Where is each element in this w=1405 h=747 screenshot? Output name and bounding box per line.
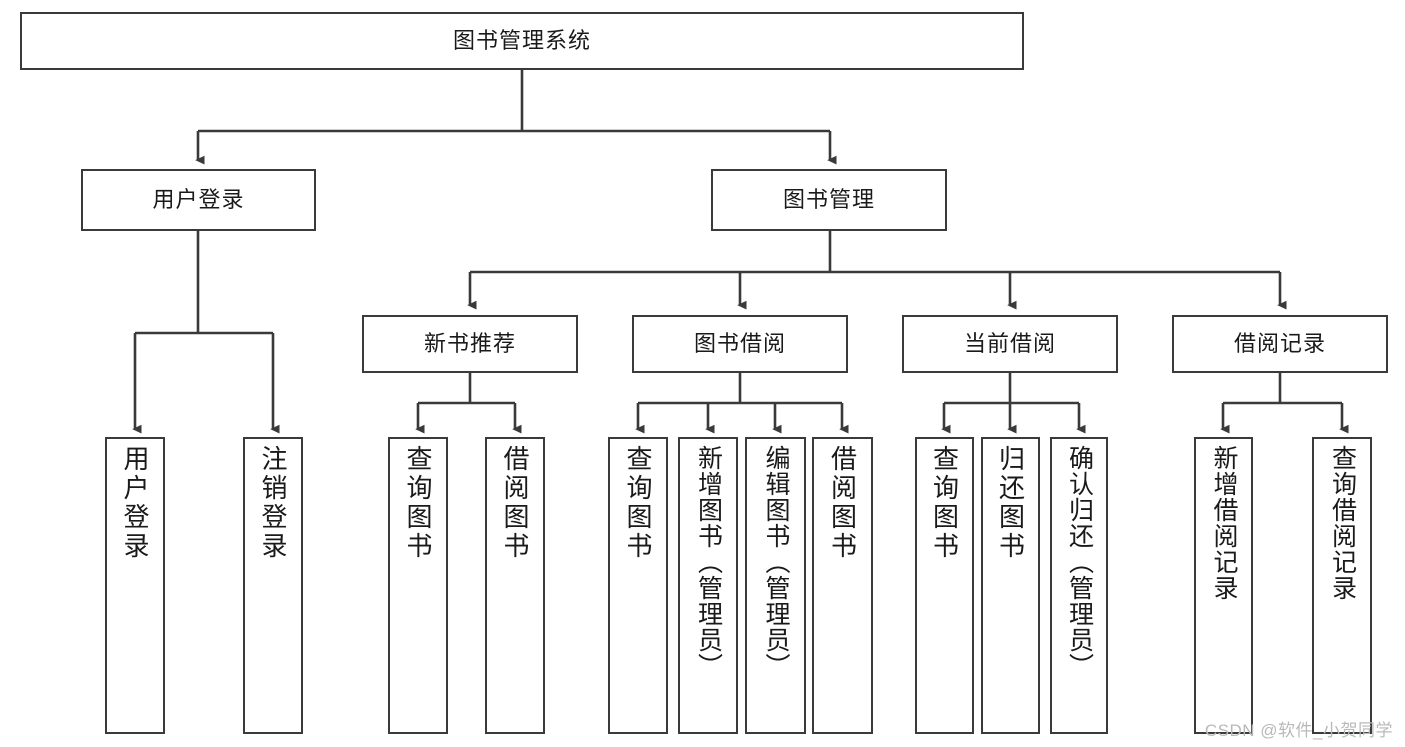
node-user-login-label: 用户登录: [152, 186, 245, 212]
node-leaf-query-record-label: 查询借阅记录: [1328, 445, 1357, 601]
node-current-borrow[interactable]: 当前借阅: [902, 315, 1118, 373]
node-leaf-add-record-label: 新增借阅记录: [1210, 445, 1238, 601]
node-leaf-query-book-2-label: 查询图书: [623, 445, 653, 561]
node-book-manage[interactable]: 图书管理: [711, 169, 947, 231]
node-borrow-record[interactable]: 借阅记录: [1172, 315, 1388, 373]
node-leaf-borrow-book-2-label: 借阅图书: [827, 445, 858, 561]
node-leaf-user-login[interactable]: 用户登录: [105, 437, 165, 734]
node-leaf-confirm-return-label: 确认归还（管理员）: [1065, 445, 1094, 679]
node-new-book-recommend-label: 新书推荐: [423, 330, 516, 356]
node-leaf-return-book[interactable]: 归还图书: [981, 437, 1040, 734]
node-leaf-user-logout[interactable]: 注销登录: [243, 437, 303, 734]
node-leaf-return-book-label: 归还图书: [995, 445, 1026, 561]
node-leaf-user-login-label: 用户登录: [120, 445, 150, 561]
node-leaf-add-record[interactable]: 新增借阅记录: [1194, 437, 1253, 734]
node-root[interactable]: 图书管理系统: [20, 12, 1024, 70]
node-user-login[interactable]: 用户登录: [81, 169, 316, 231]
node-leaf-edit-book-label: 编辑图书（管理员）: [762, 445, 790, 679]
node-leaf-query-book-3-label: 查询图书: [929, 445, 960, 561]
node-leaf-borrow-book-2[interactable]: 借阅图书: [812, 437, 873, 734]
node-leaf-user-logout-label: 注销登录: [258, 445, 288, 561]
node-leaf-query-book-1-label: 查询图书: [403, 445, 433, 561]
node-leaf-query-book-3[interactable]: 查询图书: [915, 437, 974, 734]
node-leaf-add-book-label: 新增图书（管理员）: [694, 445, 723, 679]
node-leaf-borrow-book-1[interactable]: 借阅图书: [485, 437, 545, 734]
node-new-book-recommend[interactable]: 新书推荐: [362, 315, 578, 373]
node-root-label: 图书管理系统: [452, 27, 591, 53]
node-leaf-edit-book[interactable]: 编辑图书（管理员）: [745, 437, 806, 734]
node-leaf-query-book-2[interactable]: 查询图书: [608, 437, 668, 734]
node-leaf-add-book[interactable]: 新增图书（管理员）: [678, 437, 738, 734]
node-leaf-query-record[interactable]: 查询借阅记录: [1312, 437, 1372, 734]
node-book-manage-label: 图书管理: [782, 186, 875, 212]
node-current-borrow-label: 当前借阅: [963, 330, 1056, 356]
node-leaf-confirm-return[interactable]: 确认归还（管理员）: [1050, 437, 1108, 734]
node-book-borrow-label: 图书借阅: [693, 330, 786, 356]
node-book-borrow[interactable]: 图书借阅: [632, 315, 848, 373]
node-borrow-record-label: 借阅记录: [1233, 330, 1326, 356]
node-leaf-query-book-1[interactable]: 查询图书: [388, 437, 448, 734]
node-leaf-borrow-book-1-label: 借阅图书: [500, 445, 530, 561]
